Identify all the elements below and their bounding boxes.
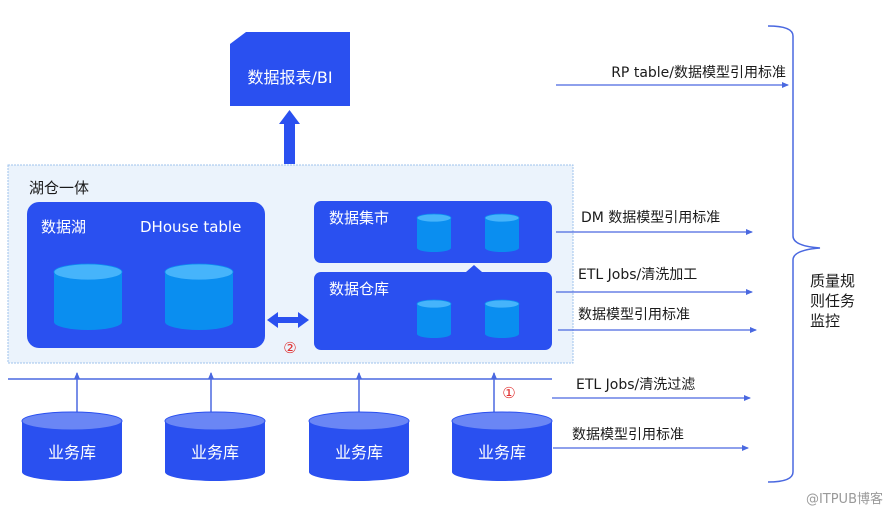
source-arrows: [74, 372, 497, 413]
flow-label: RP table/数据模型引用标准: [611, 65, 786, 81]
data-lake-cylinder-2: [164, 263, 234, 330]
source-db-label: 业务库: [191, 443, 239, 462]
monitor-label: 质量规 则任务 监控: [810, 272, 855, 330]
source-databases: 业务库 业务库 业务库 业务库: [21, 411, 553, 481]
monitor-line-1: 质量规: [810, 272, 855, 290]
lake-warehouse-bidirectional-arrow: [267, 312, 309, 328]
flow-label: ETL Jobs/清洗过滤: [576, 377, 695, 393]
source-db-3: 业务库: [308, 411, 410, 481]
data-lake-label: 数据湖: [41, 218, 86, 236]
storage-cylinders: [53, 213, 520, 338]
flow-etl-process: ETL Jobs/清洗加工: [556, 267, 753, 295]
source-db-label: 业务库: [478, 443, 526, 462]
flow-rp-table: RP table/数据模型引用标准: [556, 65, 789, 88]
source-db-label: 业务库: [335, 443, 383, 462]
flow-model-standard-src: 数据模型引用标准: [553, 427, 749, 451]
flow-label: 数据模型引用标准: [578, 307, 690, 323]
monitor-brace: [767, 25, 821, 483]
bi-box-label: 数据报表/BI: [247, 68, 332, 87]
source-db-label: 业务库: [48, 443, 96, 462]
bi-box-shape: [230, 32, 350, 106]
flow-model-standard-dw: 数据模型引用标准: [558, 307, 757, 333]
monitor-line-3: 监控: [810, 312, 840, 330]
data-mart-cylinder-2: [484, 213, 520, 252]
bi-report-box: 数据报表/BI: [230, 32, 350, 106]
flow-arrows: RP table/数据模型引用标准 DM 数据模型引用标准 ETL Jobs/清…: [552, 65, 789, 451]
marker-2: ②: [283, 339, 296, 357]
source-db-4: 业务库: [451, 411, 553, 481]
flow-dm: DM 数据模型引用标准: [556, 210, 753, 235]
data-mart-cylinder-1: [416, 213, 452, 252]
dhouse-table-label: DHouse table: [140, 218, 241, 236]
source-db-2: 业务库: [164, 411, 266, 481]
up-arrow-to-bi: [279, 110, 300, 164]
data-lake-cylinder-1: [53, 263, 123, 330]
data-warehouse-cylinder-2: [484, 299, 520, 338]
flow-label: ETL Jobs/清洗加工: [578, 267, 697, 283]
warehouse-to-mart-arrow: [466, 265, 482, 272]
lakehouse-title: 湖仓一体: [29, 179, 89, 197]
data-warehouse-cylinder-1: [416, 299, 452, 338]
monitor-line-2: 则任务: [810, 292, 855, 310]
marker-1: ①: [502, 384, 515, 402]
flow-etl-filter: ETL Jobs/清洗过滤: [552, 377, 751, 401]
flow-label: 数据模型引用标准: [572, 427, 684, 443]
flow-label: DM 数据模型引用标准: [581, 210, 720, 226]
source-db-1: 业务库: [21, 411, 123, 481]
data-mart-label: 数据集市: [329, 209, 389, 227]
watermark: @ITPUB博客: [806, 491, 883, 507]
data-warehouse-label: 数据仓库: [329, 280, 389, 298]
